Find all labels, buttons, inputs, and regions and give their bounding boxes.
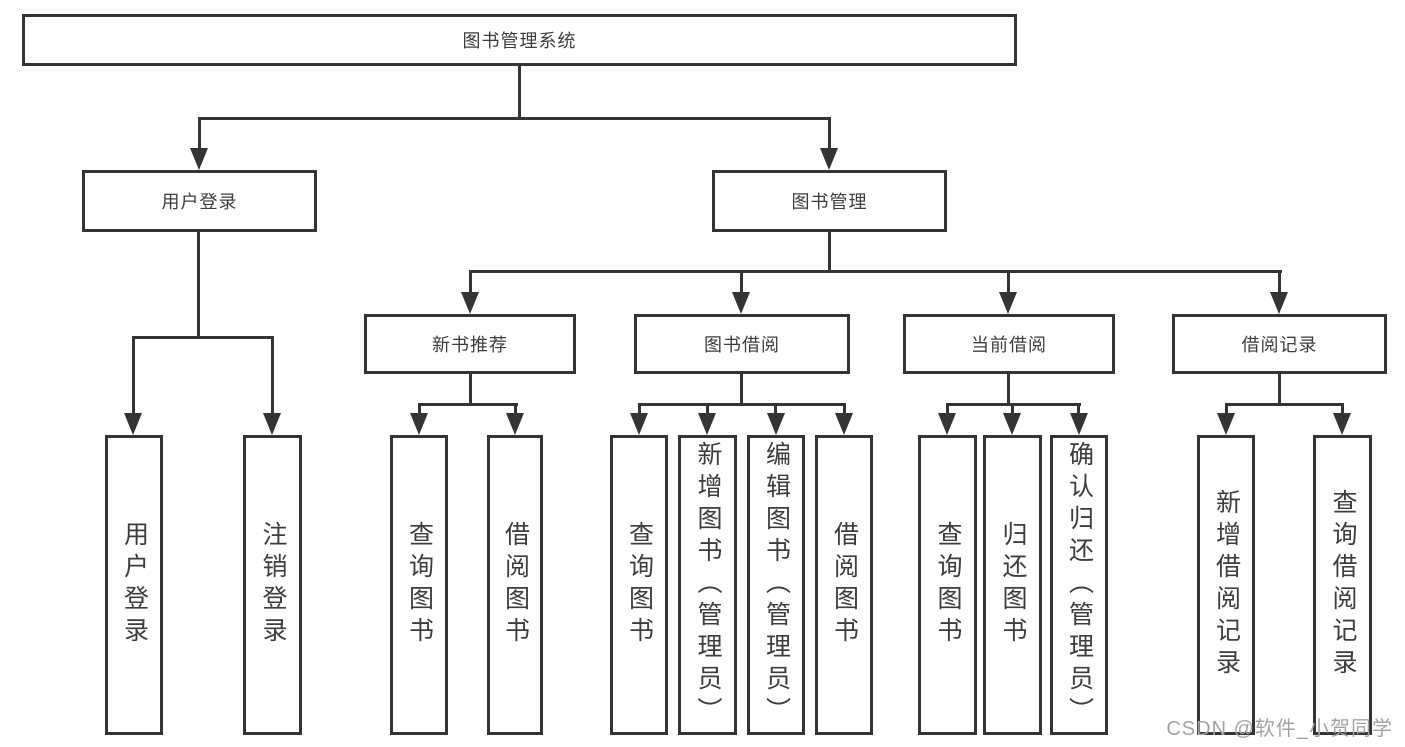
leaf-query-books-borrow: 查询图书 [610,435,668,735]
connector-line [828,232,831,273]
arrow-down-icon [410,413,428,435]
connector-line [1011,403,1014,415]
connector-line [469,270,472,296]
arrow-down-icon [630,413,648,435]
arrow-down-icon [820,148,838,170]
connector-line [197,232,200,338]
leaf-edit-book-admin: 编辑图书（管理员） [747,435,805,735]
leaf-borrow-books: 借阅图书 [815,435,873,735]
node-current-borrowing: 当前借阅 [903,314,1115,374]
connector-line [418,403,421,415]
leaf-label: 查询借阅记录 [1329,489,1357,681]
connector-line [638,403,641,415]
arrow-down-icon [698,413,716,435]
node-book-borrowing: 图书借阅 [634,314,850,374]
node-borrowing-records: 借阅记录 [1172,314,1387,374]
leaf-return-books: 归还图书 [983,435,1042,735]
leaf-borrow-books-recommend: 借阅图书 [487,435,543,735]
node-library-management-system: 图书管理系统 [22,14,1017,66]
arrow-down-icon [999,292,1017,314]
connector-line [740,270,743,296]
leaf-query-books-current: 查询图书 [918,435,977,735]
arrow-down-icon [190,148,208,170]
arrow-down-icon [1217,413,1235,435]
arrow-down-icon [506,413,524,435]
leaf-label: 借阅图书 [830,521,859,649]
leaf-label: 编辑图书（管理员） [762,441,791,729]
arrow-down-icon [263,413,281,435]
leaf-label: 借阅图书 [501,521,530,649]
connector-line [1278,374,1281,405]
arrow-down-icon [1070,413,1088,435]
connector-line [198,117,201,150]
node-book-management: 图书管理 [712,170,947,232]
arrow-down-icon [461,292,479,314]
arrow-down-icon [835,413,853,435]
connector-line [1225,403,1228,415]
connector-line [518,66,521,119]
leaf-label: 新增图书（管理员） [694,441,722,729]
node-new-book-recommendation: 新书推荐 [364,314,576,374]
connector-line [740,374,743,405]
arrow-down-icon [732,292,750,314]
connector-line [706,403,709,415]
leaf-label: 用户登录 [120,521,149,649]
connector-line [418,403,518,406]
leaf-logout: 注销登录 [243,435,302,735]
leaf-add-book-admin: 新增图书（管理员） [678,435,737,735]
connector-line [1007,270,1010,296]
connector-line [1225,403,1344,406]
leaf-label: 归还图书 [999,521,1027,649]
arrow-down-icon [1333,413,1351,435]
leaf-label: 查询图书 [934,521,962,649]
connector-line [469,270,1282,273]
arrow-down-icon [938,413,956,435]
leaf-user-login: 用户登录 [105,435,163,735]
leaf-label: 确认归还（管理员） [1065,441,1094,729]
connector-line [1341,403,1344,415]
leaf-query-borrow-record: 查询借阅记录 [1313,435,1372,735]
csdn-watermark: CSDN @软件_小贺同学 [1166,718,1393,740]
node-user-login: 用户登录 [82,170,317,232]
leaf-label: 注销登录 [259,521,287,649]
arrow-down-icon [1003,413,1021,435]
arrow-down-icon [1270,292,1288,314]
leaf-query-books-recommend: 查询图书 [390,435,448,735]
leaf-confirm-return-admin: 确认归还（管理员） [1050,435,1108,735]
leaf-label: 查询图书 [405,521,434,649]
connector-line [774,403,777,415]
connector-line [469,374,472,405]
connector-line [514,403,517,415]
leaf-add-borrow-record: 新增借阅记录 [1197,435,1255,735]
connector-line [828,117,831,150]
connector-line [132,336,135,415]
connector-line [132,336,274,339]
connector-line [843,403,846,415]
connector-line [946,403,949,415]
leaf-label: 查询图书 [625,521,654,649]
arrow-down-icon [767,413,785,435]
connector-line [1007,374,1010,405]
connector-line [1278,270,1281,296]
connector-line [638,403,846,406]
connector-line [198,117,831,120]
connector-line [1077,403,1080,415]
leaf-label: 新增借阅记录 [1212,489,1241,681]
arrow-down-icon [124,413,142,435]
connector-line [271,336,274,415]
